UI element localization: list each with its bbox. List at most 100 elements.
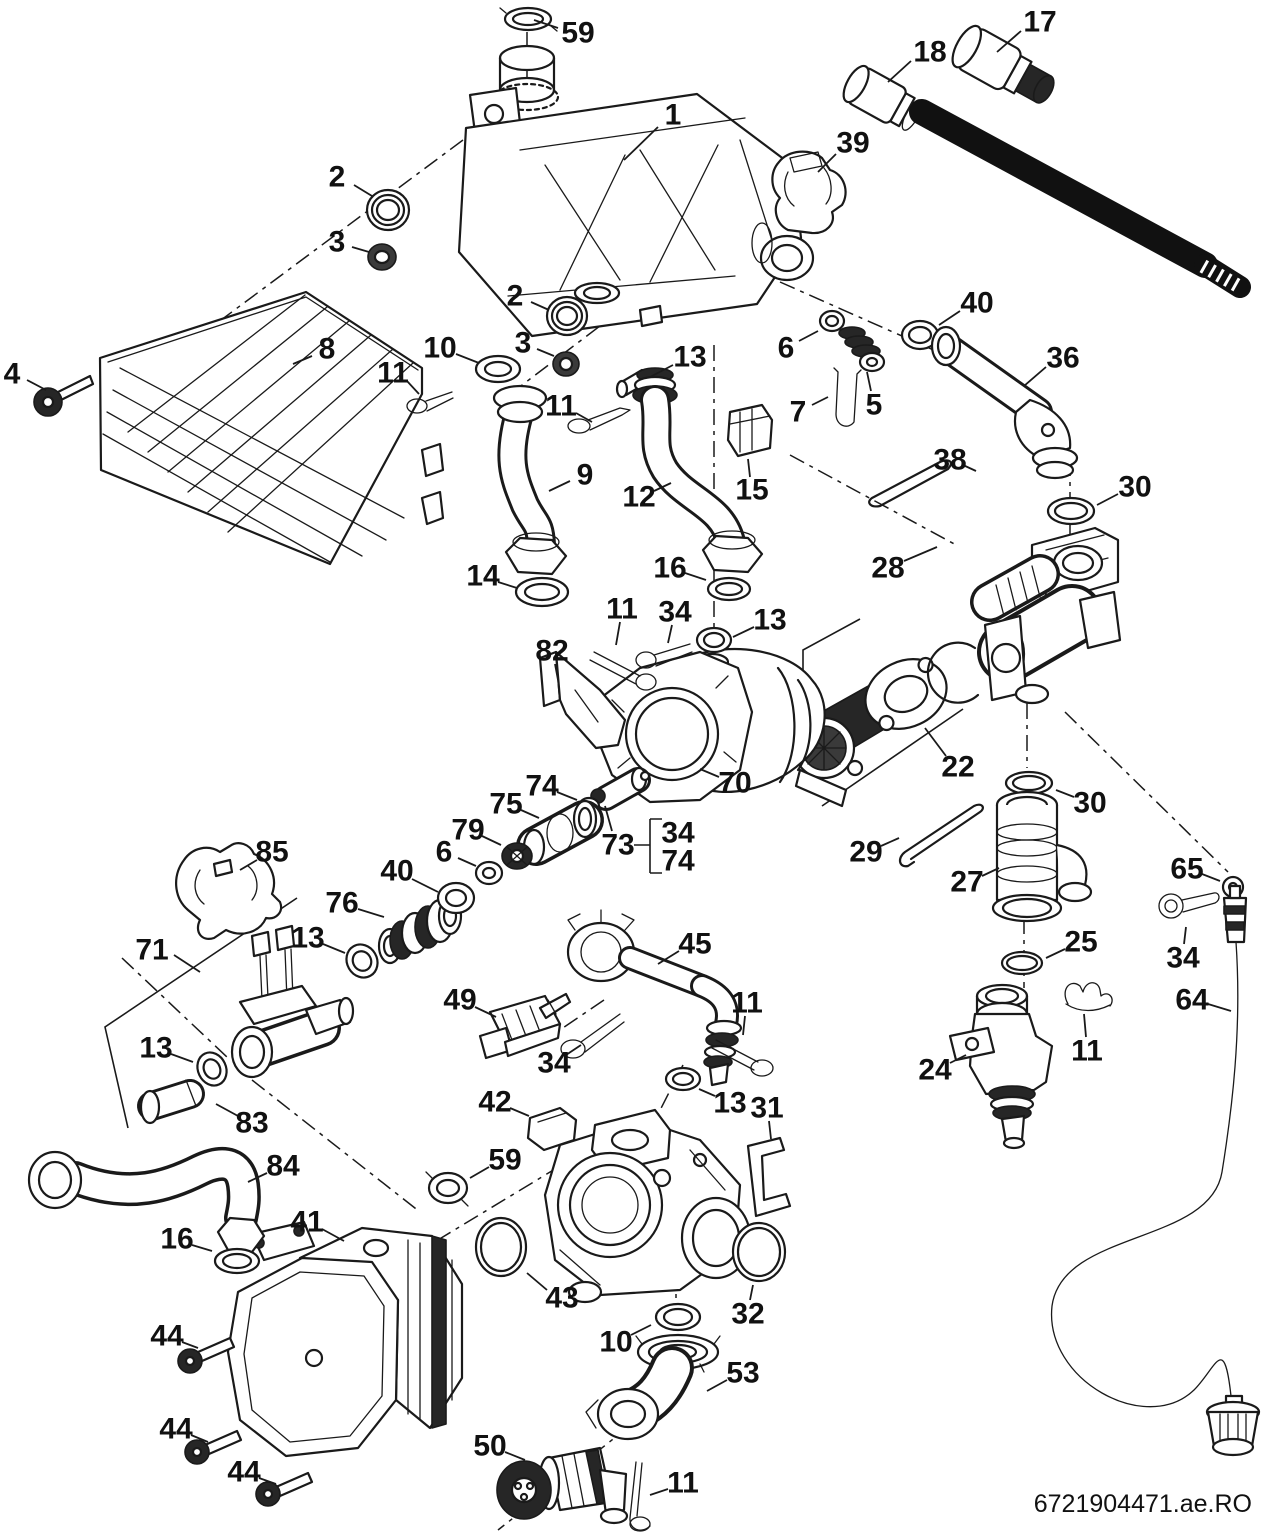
manifold-casting	[457, 44, 815, 338]
callout-70: 70	[718, 767, 751, 800]
callout-13: 13	[139, 1032, 172, 1065]
leader-line-11	[575, 412, 593, 423]
leader-line-11	[615, 621, 621, 646]
leader-line-44	[190, 1434, 209, 1443]
drain-valve-50	[496, 1446, 629, 1525]
o-ring-13-e	[664, 1066, 702, 1092]
leader-line-74	[556, 791, 578, 801]
callout-31: 31	[750, 1092, 783, 1125]
washer-10-lower	[654, 1302, 702, 1332]
screw-44-c	[255, 1471, 314, 1507]
callout-73: 73	[601, 829, 634, 862]
leader-line-11	[649, 1488, 669, 1496]
leader-line-45	[657, 950, 680, 965]
clip-39	[771, 150, 847, 235]
flex-hose	[909, 99, 1251, 298]
leader-line-34	[565, 1044, 582, 1056]
gasket-16-lower	[213, 1247, 261, 1275]
o-ring-30-lower	[1004, 770, 1054, 796]
callout-40: 40	[960, 287, 993, 320]
pin-34-a	[635, 643, 693, 669]
leader-line-6	[457, 857, 477, 867]
o-ring-40-lower	[436, 881, 476, 915]
callout-27: 27	[950, 866, 983, 899]
leader-line-4	[26, 379, 47, 391]
o-ring-13-d	[196, 1051, 228, 1087]
document-number: 6721904471.ae.RO	[1034, 1490, 1252, 1518]
leader-line-49	[474, 1006, 497, 1018]
callout-42: 42	[478, 1086, 511, 1119]
leader-line-27	[981, 867, 1000, 877]
callout-71: 71	[135, 934, 168, 967]
leader-line-65	[1201, 873, 1221, 882]
leader-line-17	[996, 30, 1022, 53]
callout-11: 11	[1071, 1035, 1103, 1068]
fill-valve-24	[948, 983, 1054, 1150]
screw-44-b	[184, 1429, 243, 1465]
leader-line-38	[962, 464, 977, 472]
gasket-14	[514, 576, 570, 608]
pin-38	[868, 459, 952, 508]
callout-24: 24	[918, 1054, 952, 1087]
callout-34: 34	[661, 817, 695, 850]
leader-line-42	[509, 1107, 530, 1117]
callout-53: 53	[726, 1357, 759, 1390]
washer-10	[474, 354, 522, 384]
callout-44: 44	[150, 1320, 184, 1353]
leader-line-44	[258, 1477, 277, 1485]
leader-line-13	[322, 943, 346, 954]
leader-line-31	[768, 1120, 772, 1140]
flow-sensor-71	[230, 924, 355, 1079]
gasket-59-top	[499, 6, 558, 32]
callout-12: 12	[622, 481, 655, 514]
seal-2-left	[365, 188, 411, 232]
callout-2: 2	[507, 280, 524, 313]
leader-line-64	[1207, 1003, 1232, 1012]
callout-1: 1	[665, 99, 682, 132]
valve-disc-79	[501, 842, 533, 870]
callout-84: 84	[266, 1150, 300, 1183]
o-ring-13-b	[695, 626, 733, 654]
callout-7: 7	[790, 396, 807, 429]
callout-3: 3	[515, 327, 532, 360]
heat-exchanger	[98, 290, 445, 566]
screw-44-a	[177, 1336, 236, 1374]
leader-line-40	[411, 878, 439, 893]
callout-34: 34	[537, 1047, 571, 1080]
leader-line-13	[732, 626, 755, 638]
callout-44: 44	[227, 1456, 261, 1489]
leader-line-2	[353, 184, 373, 197]
pin-11-f	[629, 1461, 651, 1532]
callout-9: 9	[577, 459, 594, 492]
o-ring-30-upper	[1046, 496, 1096, 526]
callout-6: 6	[778, 332, 795, 365]
callout-59: 59	[561, 17, 594, 50]
leader-line-16	[684, 572, 707, 581]
callout-16: 16	[653, 552, 686, 585]
leader-line-1	[623, 126, 659, 161]
leader-line-30	[1055, 789, 1075, 798]
o-ring-40-upper	[900, 319, 940, 351]
flange-gasket-22	[864, 656, 948, 732]
callout-40: 40	[380, 855, 413, 888]
callout-49: 49	[443, 984, 476, 1017]
leader-line-44	[181, 1341, 199, 1349]
callout-34: 34	[658, 596, 692, 629]
leader-line-11	[406, 380, 420, 395]
seal-3-left	[367, 243, 397, 271]
callout-79: 79	[451, 814, 484, 847]
callout-11: 11	[377, 357, 409, 390]
pin-11-b	[567, 407, 631, 434]
leader-line-39	[817, 153, 837, 173]
callout-32: 32	[731, 1298, 764, 1331]
callout-3: 3	[329, 226, 346, 259]
callout-45: 45	[678, 928, 711, 961]
leader-line-16	[191, 1244, 213, 1252]
leader-line-3	[351, 246, 370, 253]
callout-74: 74	[525, 770, 559, 803]
callout-75: 75	[489, 788, 522, 821]
leader-line-71	[173, 954, 201, 973]
leader-line-76	[357, 908, 385, 918]
callout-11: 11	[731, 987, 763, 1020]
